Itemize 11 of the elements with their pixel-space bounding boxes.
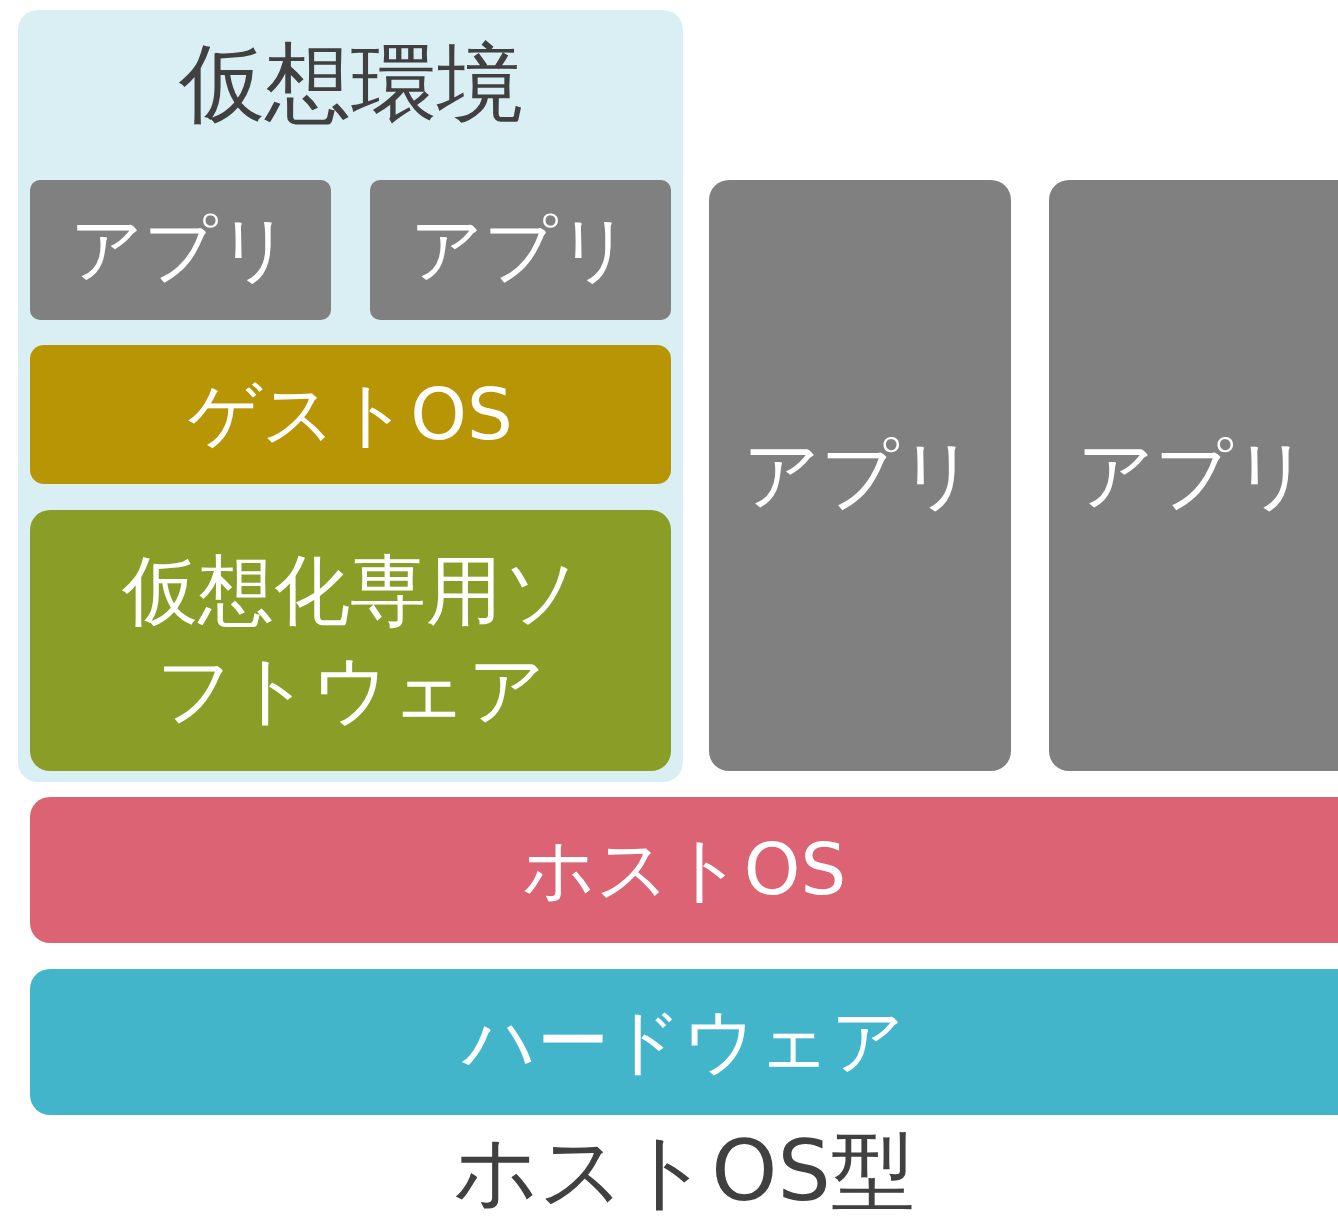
guest-os-box: ゲストOS	[30, 345, 671, 484]
panel-title: 仮想環境	[177, 32, 524, 135]
app-box: アプリ	[709, 180, 1011, 771]
hardware-box: ハードウェア	[30, 969, 1338, 1115]
caption: ホストOS型	[452, 1125, 916, 1218]
container-panel	[18, 10, 683, 782]
host-os-box: ホストOS	[30, 797, 1338, 943]
virtualization-software-box: 仮想化専用ソフトウェア	[30, 510, 671, 771]
app-box: アプリ	[1049, 180, 1338, 771]
app-box: アプリ	[30, 180, 331, 320]
app-box: アプリ	[370, 180, 671, 320]
